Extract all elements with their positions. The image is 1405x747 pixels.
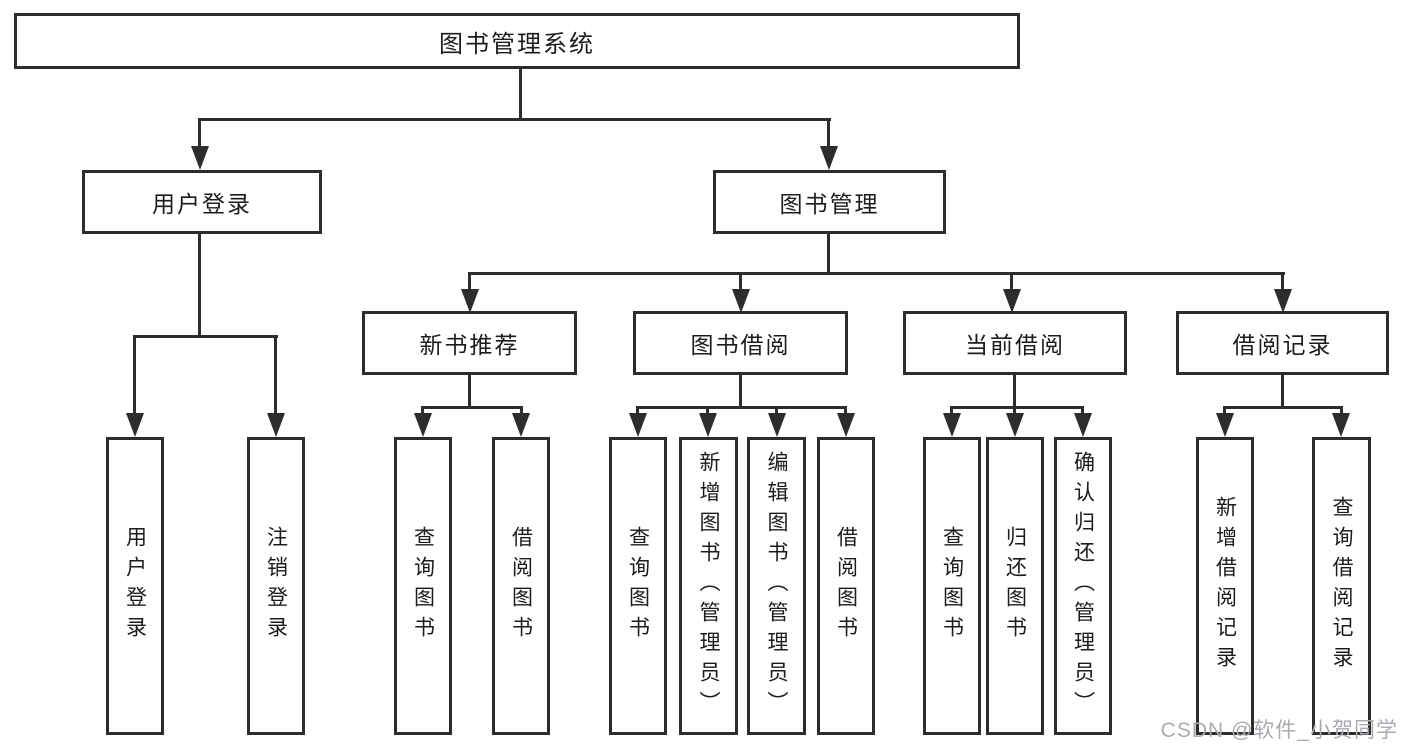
node-book-management-label: 图书管理 bbox=[779, 191, 880, 217]
connector-user-stem bbox=[198, 234, 201, 335]
connector-stub-bookborrow bbox=[739, 272, 742, 289]
leaf-query-books-borrowing-label: 查询图书 bbox=[626, 526, 650, 646]
connector-stub-newbook bbox=[468, 272, 471, 289]
leaf-query-borrow-record-label: 查询借阅记录 bbox=[1330, 496, 1353, 676]
connector-stub-cb-leaf3 bbox=[1081, 406, 1084, 415]
leaf-add-book-admin-label: 新增图书（管理员） bbox=[697, 451, 720, 721]
connector-stub-bb-leaf2 bbox=[706, 406, 709, 415]
leaf-borrow-books-borrowing-label: 借阅图书 bbox=[834, 526, 858, 646]
arrowhead-bookborrow bbox=[732, 289, 750, 313]
connector-stub-user-leaf2 bbox=[274, 335, 277, 413]
leaf-query-books-newbook-label: 查询图书 bbox=[411, 526, 435, 646]
leaf-borrow-books-newbook: 借阅图书 bbox=[492, 437, 550, 735]
arrowhead-bb-leaf2 bbox=[699, 413, 717, 437]
connector-root-stem bbox=[519, 69, 522, 118]
arrowhead-bb-leaf3 bbox=[768, 413, 786, 437]
connector-stub-user-login bbox=[198, 118, 201, 146]
leaf-query-books-newbook: 查询图书 bbox=[394, 437, 452, 735]
node-book-borrowing-label: 图书借阅 bbox=[690, 332, 791, 358]
node-user-login: 用户登录 bbox=[82, 170, 322, 234]
leaf-add-borrow-record: 新增借阅记录 bbox=[1196, 437, 1254, 735]
connector-stub-nb-leaf2 bbox=[520, 406, 523, 415]
arrowhead-nb-leaf1 bbox=[414, 413, 432, 437]
arrowhead-cb-leaf2 bbox=[1006, 413, 1024, 437]
node-current-borrowing-label: 当前借阅 bbox=[965, 332, 1065, 358]
connector-stub-cb-leaf2 bbox=[1013, 406, 1016, 415]
node-borrowing-records: 借阅记录 bbox=[1176, 311, 1389, 375]
leaf-query-books-current: 查询图书 bbox=[923, 437, 981, 735]
arrowhead-user-leaf1 bbox=[126, 413, 144, 437]
arrowhead-cb-leaf3 bbox=[1074, 413, 1092, 437]
connector-stub-rec-leaf2 bbox=[1340, 406, 1343, 415]
connector-stub-nb-leaf1 bbox=[421, 406, 424, 415]
node-book-borrowing: 图书借阅 bbox=[633, 311, 848, 375]
node-current-borrowing: 当前借阅 bbox=[903, 311, 1127, 375]
leaf-logout: 注销登录 bbox=[247, 437, 305, 735]
leaf-user-login: 用户登录 bbox=[106, 437, 164, 735]
arrowhead-bb-leaf1 bbox=[629, 413, 647, 437]
connector-stub-book-management bbox=[827, 118, 830, 146]
connector-stub-user-leaf1 bbox=[133, 335, 136, 413]
leaf-confirm-return-admin: 确认归还（管理员） bbox=[1054, 437, 1112, 735]
connector-root-hbar bbox=[198, 118, 831, 121]
arrowhead-records bbox=[1274, 289, 1292, 313]
connector-stub-rec-leaf1 bbox=[1223, 406, 1226, 415]
connector-newbook-hbar bbox=[421, 406, 523, 409]
arrowhead-nb-leaf2 bbox=[512, 413, 530, 437]
leaf-add-book-admin: 新增图书（管理员） bbox=[679, 437, 738, 735]
connector-stub-bb-leaf4 bbox=[844, 406, 847, 415]
leaf-edit-book-admin: 编辑图书（管理员） bbox=[747, 437, 806, 735]
arrowhead-cb-leaf1 bbox=[943, 413, 961, 437]
arrowhead-user-login bbox=[191, 146, 209, 170]
connector-records-hbar bbox=[1223, 406, 1343, 409]
leaf-query-books-borrowing: 查询图书 bbox=[609, 437, 667, 735]
node-new-book-recommend-label: 新书推荐 bbox=[419, 332, 520, 358]
leaf-add-borrow-record-label: 新增借阅记录 bbox=[1213, 496, 1237, 676]
arrowhead-rec-leaf2 bbox=[1332, 413, 1350, 437]
connector-user-hbar bbox=[133, 335, 278, 338]
leaf-return-book-label: 归还图书 bbox=[1003, 526, 1027, 646]
node-library-system: 图书管理系统 bbox=[14, 13, 1020, 69]
connector-stub-records bbox=[1281, 272, 1284, 289]
connector-borrow-stem bbox=[739, 375, 742, 406]
leaf-query-books-current-label: 查询图书 bbox=[940, 526, 964, 646]
connector-mgmt-stem bbox=[827, 234, 830, 272]
connector-mgmt-hbar bbox=[468, 272, 1285, 275]
connector-stub-currentborrow bbox=[1010, 272, 1013, 289]
connector-current-hbar bbox=[950, 406, 1084, 409]
connector-stub-bb-leaf1 bbox=[636, 406, 639, 415]
node-book-management: 图书管理 bbox=[713, 170, 946, 234]
leaf-edit-book-admin-label: 编辑图书（管理员） bbox=[765, 451, 788, 721]
arrowhead-bb-leaf4 bbox=[837, 413, 855, 437]
leaf-borrow-books-newbook-label: 借阅图书 bbox=[509, 526, 533, 646]
leaf-user-login-label: 用户登录 bbox=[123, 526, 147, 646]
node-user-login-label: 用户登录 bbox=[152, 191, 252, 217]
leaf-borrow-books-borrowing: 借阅图书 bbox=[817, 437, 875, 735]
connector-stub-bb-leaf3 bbox=[775, 406, 778, 415]
connector-stub-cb-leaf1 bbox=[950, 406, 953, 415]
node-borrowing-records-label: 借阅记录 bbox=[1232, 332, 1333, 358]
arrowhead-newbook bbox=[461, 289, 479, 313]
connector-current-stem bbox=[1013, 375, 1016, 406]
arrowhead-rec-leaf1 bbox=[1216, 413, 1234, 437]
leaf-return-book: 归还图书 bbox=[986, 437, 1044, 735]
connector-newbook-stem bbox=[468, 375, 471, 406]
node-new-book-recommend: 新书推荐 bbox=[362, 311, 577, 375]
leaf-logout-label: 注销登录 bbox=[264, 526, 288, 646]
connector-records-stem bbox=[1281, 375, 1284, 406]
leaf-confirm-return-admin-label: 确认归还（管理员） bbox=[1071, 451, 1095, 721]
arrowhead-currentborrow bbox=[1003, 289, 1021, 313]
connector-borrow-hbar bbox=[636, 406, 847, 409]
leaf-query-borrow-record: 查询借阅记录 bbox=[1312, 437, 1371, 735]
arrowhead-user-leaf2 bbox=[267, 413, 285, 437]
csdn-watermark: CSDN @软件_小贺同学 bbox=[1160, 719, 1398, 742]
node-library-system-label: 图书管理系统 bbox=[439, 30, 595, 58]
arrowhead-book-management bbox=[820, 146, 838, 170]
